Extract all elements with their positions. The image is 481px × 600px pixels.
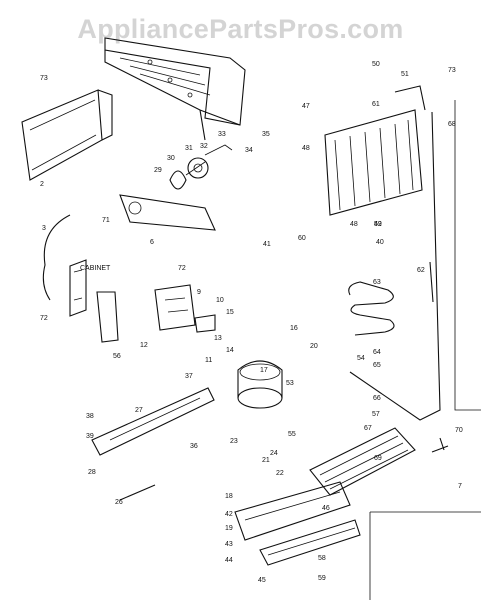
label-46: 46 (322, 505, 330, 512)
label-54: 54 (357, 355, 365, 362)
label-50: 50 (372, 61, 380, 68)
label-3: 3 (42, 225, 46, 232)
label-66: 66 (373, 395, 381, 402)
label-12: 12 (140, 342, 148, 349)
label-13: 13 (214, 335, 222, 342)
label-59: 59 (318, 575, 326, 582)
label-33: 33 (218, 131, 226, 138)
fan-motor-assembly (119, 144, 233, 231)
label-57: 57 (372, 411, 380, 418)
bottom-frame (234, 481, 361, 566)
label-24: 24 (270, 450, 278, 457)
label-32: 32 (200, 143, 208, 150)
label-60: 60 (298, 235, 306, 242)
label-36: 36 (190, 443, 198, 450)
top-panel-shelf (104, 37, 246, 141)
mounting-bolt (119, 484, 156, 501)
label-17: 17 (260, 367, 268, 374)
label-49: 49 (374, 221, 382, 228)
label-14: 14 (226, 347, 234, 354)
label-73: 73 (40, 75, 48, 82)
cord-clamp (96, 291, 119, 343)
base-rail (91, 387, 215, 456)
label-cabinet: CABINET (80, 265, 111, 272)
label-67: 67 (364, 425, 372, 432)
label-35: 35 (262, 131, 270, 138)
label-39: 39 (86, 433, 94, 440)
label-58: 58 (318, 555, 326, 562)
label-65: 65 (373, 362, 381, 369)
label-42: 42 (225, 511, 233, 518)
label-71: 71 (102, 217, 110, 224)
label-51: 51 (401, 71, 409, 78)
label-20: 20 (310, 343, 318, 350)
label-43: 43 (225, 541, 233, 548)
label-64: 64 (373, 349, 381, 356)
label-15: 15 (226, 309, 234, 316)
side-panel (21, 89, 113, 181)
label-16: 16 (290, 325, 298, 332)
defrost-heater (348, 281, 395, 336)
watermark-text: AppliancePartsPros.com (77, 14, 404, 44)
label-26: 26 (115, 499, 123, 506)
label-72b: 72 (40, 315, 48, 322)
relay-box (154, 284, 216, 333)
label-48b: 48 (350, 221, 358, 228)
label-37: 37 (185, 373, 193, 380)
drain-pan (309, 427, 416, 496)
label-41: 41 (263, 241, 271, 248)
label-53: 53 (286, 380, 294, 387)
label-62: 62 (417, 267, 425, 274)
label-52: 52 (374, 221, 382, 228)
capillary-tube (429, 261, 434, 303)
label-69: 69 (374, 455, 382, 462)
power-cord (42, 214, 71, 301)
label-73b: 73 (448, 67, 456, 74)
label-28: 28 (88, 469, 96, 476)
label-19: 19 (225, 525, 233, 532)
label-38: 38 (86, 413, 94, 420)
label-2: 2 (40, 181, 44, 188)
frame-border (369, 100, 481, 600)
label-10: 10 (216, 297, 224, 304)
label-18: 18 (225, 493, 233, 500)
label-63: 63 (373, 279, 381, 286)
label-45: 45 (258, 577, 266, 584)
label-11: 11 (205, 357, 212, 364)
label-7: 7 (458, 483, 462, 490)
label-30: 30 (167, 155, 175, 162)
cabinet-bracket (69, 259, 87, 317)
compressor (237, 360, 283, 409)
label-22: 22 (276, 470, 284, 477)
label-27: 27 (135, 407, 143, 414)
part-labels: 73 2 33 35 31 32 30 29 34 71 6 72 41 3 C… (40, 61, 463, 584)
label-70: 70 (455, 427, 463, 434)
refrigerant-tube (349, 111, 441, 421)
label-31: 31 (185, 145, 193, 152)
label-48: 48 (302, 145, 310, 152)
label-40: 40 (376, 239, 384, 246)
label-68: 68 (448, 121, 456, 128)
label-55: 55 (288, 431, 296, 438)
condenser-coil (324, 85, 426, 216)
label-9: 9 (197, 289, 201, 296)
screw (431, 437, 449, 453)
label-29: 29 (154, 167, 162, 174)
label-47: 47 (302, 103, 310, 110)
label-44: 44 (225, 557, 233, 564)
label-56: 56 (113, 353, 121, 360)
label-61: 61 (372, 101, 380, 108)
label-6: 6 (150, 239, 154, 246)
label-23: 23 (230, 438, 238, 445)
label-21: 21 (262, 457, 270, 464)
label-34: 34 (245, 147, 253, 154)
label-72a: 72 (178, 265, 186, 272)
